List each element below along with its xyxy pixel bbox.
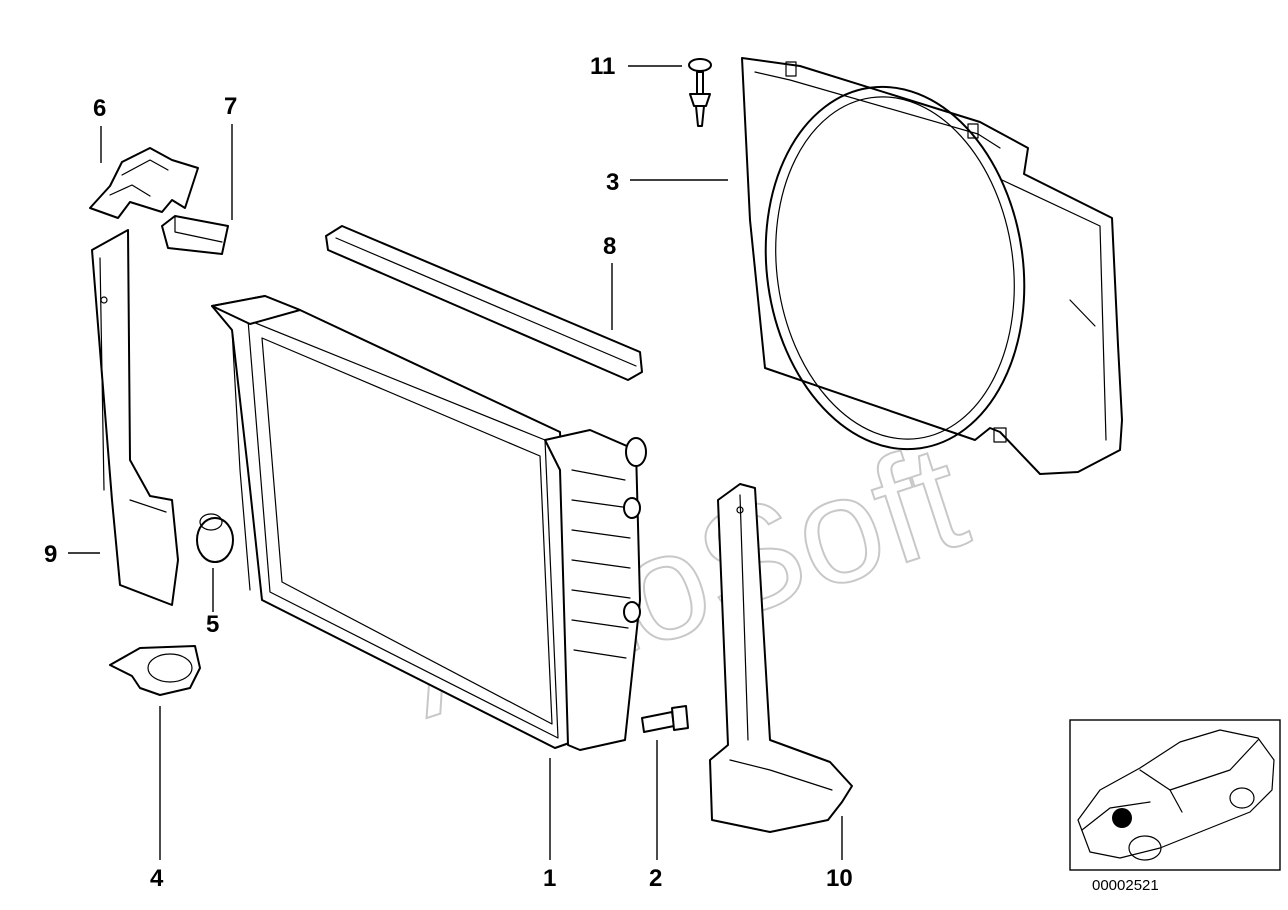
radiator-part bbox=[211, 295, 647, 751]
lower-bracket-part bbox=[109, 645, 201, 696]
upper-bracket-part bbox=[89, 147, 199, 219]
reference-number: 00002521 bbox=[1092, 877, 1159, 894]
callout-8: 8 bbox=[603, 233, 616, 260]
callout-4: 4 bbox=[150, 865, 164, 892]
callout-2: 2 bbox=[649, 865, 662, 892]
callout-3: 3 bbox=[606, 169, 619, 196]
leader-lines bbox=[68, 65, 843, 860]
location-marker bbox=[1112, 808, 1132, 828]
callout-5: 5 bbox=[206, 611, 219, 638]
right-side-panel-part bbox=[709, 483, 853, 833]
small-bracket-part bbox=[161, 215, 229, 255]
callout-11: 11 bbox=[590, 53, 615, 80]
seal-strip-part bbox=[325, 225, 643, 381]
callout-9: 9 bbox=[44, 541, 57, 568]
vehicle-locator-inset bbox=[1069, 719, 1281, 871]
callout-6: 6 bbox=[93, 95, 106, 122]
callout-10: 10 bbox=[826, 865, 853, 892]
fan-shroud-part bbox=[741, 57, 1123, 475]
callout-1: 1 bbox=[543, 865, 556, 892]
callout-7: 7 bbox=[224, 93, 237, 120]
left-side-panel-part bbox=[91, 229, 179, 606]
bolt-part bbox=[641, 705, 689, 733]
rubber-mount-part bbox=[196, 513, 234, 563]
clip-rivet-part bbox=[688, 58, 712, 127]
callouts: 11 3 6 7 8 9 5 4 1 2 10 bbox=[44, 53, 853, 892]
